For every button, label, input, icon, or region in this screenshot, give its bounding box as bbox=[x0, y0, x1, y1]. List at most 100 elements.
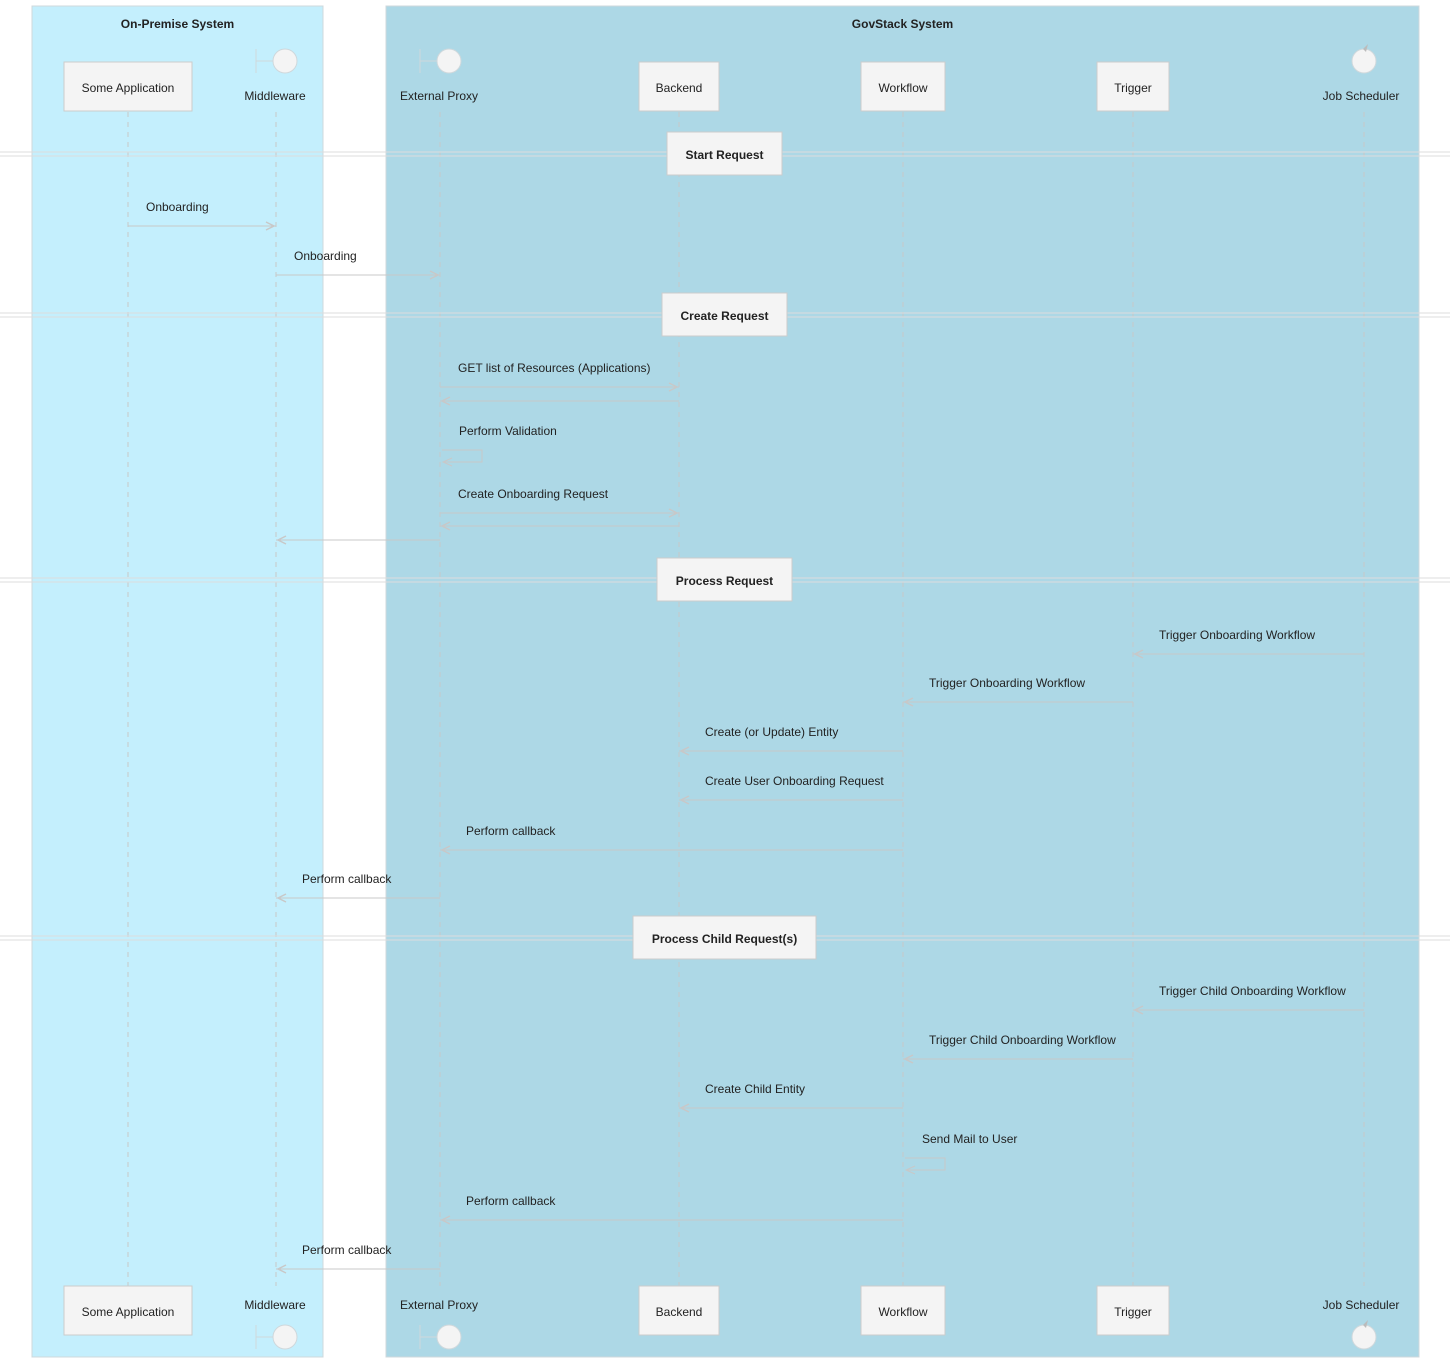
participant-label: Backend bbox=[656, 81, 703, 95]
message-label: Onboarding bbox=[146, 200, 209, 214]
message-label: Perform callback bbox=[466, 824, 556, 838]
message-arrow: Send Mail to User bbox=[904, 1132, 1017, 1175]
participant-mw-top: Middleware bbox=[244, 48, 306, 103]
participant-box bbox=[1096, 1285, 1170, 1336]
participant-box bbox=[63, 61, 193, 112]
divider-box bbox=[632, 915, 817, 960]
arrowhead-icon bbox=[903, 697, 914, 707]
participant-proxy-bottom: External Proxy bbox=[400, 1298, 478, 1350]
message-label: Trigger Onboarding Workflow bbox=[1159, 628, 1315, 642]
participant-mw-bottom: Middleware bbox=[244, 1298, 306, 1350]
divider-box bbox=[661, 292, 788, 337]
divider-label: Start Request bbox=[685, 148, 763, 162]
system-box-title: On-Premise System bbox=[121, 17, 234, 31]
participant-proxy-top: External Proxy bbox=[400, 48, 478, 103]
participant-label: Workflow bbox=[878, 1305, 927, 1319]
participant-app-top: Some Application bbox=[63, 61, 193, 112]
participant-sched-bottom: Job Scheduler bbox=[1323, 1298, 1400, 1350]
participant-label: Some Application bbox=[82, 81, 175, 95]
message-arrow bbox=[440, 396, 679, 406]
control-icon-arrow bbox=[1363, 44, 1368, 52]
arrowhead-icon bbox=[440, 845, 451, 855]
message-arrow: Trigger Child Onboarding Workflow bbox=[1133, 984, 1364, 1015]
arrowhead-icon bbox=[440, 521, 451, 531]
message-label: Trigger Child Onboarding Workflow bbox=[929, 1033, 1116, 1047]
message-label: Create User Onboarding Request bbox=[705, 774, 884, 788]
participant-workflow-bottom: Workflow bbox=[860, 1285, 946, 1336]
message-label: Create Child Entity bbox=[705, 1082, 805, 1096]
message-label: GET list of Resources (Applications) bbox=[458, 361, 651, 375]
boundary-icon bbox=[436, 48, 462, 74]
message-label: Create Onboarding Request bbox=[458, 487, 609, 501]
participant-label: External Proxy bbox=[400, 89, 478, 103]
message-arrow: Create User Onboarding Request bbox=[679, 774, 903, 805]
divider-box bbox=[666, 131, 783, 176]
arrowhead-icon bbox=[904, 1165, 916, 1175]
boundary-icon bbox=[436, 1324, 462, 1350]
participant-trigger-bottom: Trigger bbox=[1096, 1285, 1170, 1336]
arrowhead-icon bbox=[903, 1054, 914, 1064]
participant-box bbox=[638, 1285, 720, 1336]
message-label: Perform callback bbox=[466, 1194, 556, 1208]
message-arrow: Perform callback bbox=[276, 1243, 440, 1274]
self-message-line bbox=[442, 449, 483, 463]
message-label: Create (or Update) Entity bbox=[705, 725, 838, 739]
participant-label: Trigger bbox=[1114, 1305, 1152, 1319]
participant-sched-top: Job Scheduler bbox=[1323, 44, 1400, 103]
arrowhead-icon bbox=[679, 746, 690, 756]
arrowhead-icon bbox=[668, 382, 679, 392]
divider-label: Process Request bbox=[676, 574, 773, 588]
participant-label: Backend bbox=[656, 1305, 703, 1319]
divider-box bbox=[656, 557, 793, 602]
participant-label: Trigger bbox=[1114, 81, 1152, 95]
message-label: Send Mail to User bbox=[922, 1132, 1017, 1146]
arrowhead-icon bbox=[679, 795, 690, 805]
control-icon bbox=[1351, 48, 1377, 74]
self-message-line bbox=[905, 1157, 946, 1171]
participant-workflow-top: Workflow bbox=[860, 61, 946, 112]
arrowhead-icon bbox=[276, 1264, 287, 1274]
participant-label: Job Scheduler bbox=[1323, 1298, 1400, 1312]
arrowhead-icon bbox=[1133, 1005, 1144, 1015]
system-box-onprem bbox=[31, 5, 324, 1358]
participant-app-bottom: Some Application bbox=[63, 1285, 193, 1336]
message-arrow: GET list of Resources (Applications) bbox=[440, 361, 679, 392]
arrowhead-icon bbox=[276, 535, 287, 545]
participant-label: External Proxy bbox=[400, 1298, 478, 1312]
arrowhead-icon bbox=[440, 1215, 451, 1225]
arrowhead-icon bbox=[1133, 649, 1144, 659]
message-arrow: Perform callback bbox=[276, 872, 440, 903]
message-arrow: Create Child Entity bbox=[679, 1082, 903, 1113]
message-label: Perform Validation bbox=[459, 424, 557, 438]
message-arrow: Trigger Onboarding Workflow bbox=[1133, 628, 1364, 659]
message-arrow: Perform callback bbox=[440, 824, 903, 855]
participant-box bbox=[638, 61, 720, 112]
participant-trigger-top: Trigger bbox=[1096, 61, 1170, 112]
message-arrow: Perform Validation bbox=[441, 424, 557, 467]
control-icon-arrow bbox=[1363, 1320, 1368, 1328]
participant-label: Middleware bbox=[244, 1298, 306, 1312]
participant-box bbox=[860, 61, 946, 112]
message-arrow: Onboarding bbox=[276, 249, 440, 280]
system-box-title: GovStack System bbox=[852, 17, 953, 31]
message-arrow: Trigger Onboarding Workflow bbox=[903, 676, 1133, 707]
message-arrow: Trigger Child Onboarding Workflow bbox=[903, 1033, 1133, 1064]
participant-box bbox=[860, 1285, 946, 1336]
message-label: Perform callback bbox=[302, 872, 392, 886]
message-arrow: Create Onboarding Request bbox=[440, 487, 679, 518]
message-arrow: Create (or Update) Entity bbox=[679, 725, 903, 756]
arrowhead-icon bbox=[265, 221, 276, 231]
arrowhead-icon bbox=[679, 1103, 690, 1113]
divider-label: Process Child Request(s) bbox=[652, 932, 797, 946]
participant-backend-top: Backend bbox=[638, 61, 720, 112]
participant-label: Job Scheduler bbox=[1323, 89, 1400, 103]
arrowhead-icon bbox=[668, 508, 679, 518]
participant-box bbox=[63, 1285, 193, 1336]
participant-label: Middleware bbox=[244, 89, 306, 103]
arrowhead-icon bbox=[440, 396, 451, 406]
message-arrow bbox=[440, 521, 679, 531]
participant-label: Workflow bbox=[878, 81, 927, 95]
arrowhead-icon bbox=[429, 270, 440, 280]
participant-label: Some Application bbox=[82, 1305, 175, 1319]
